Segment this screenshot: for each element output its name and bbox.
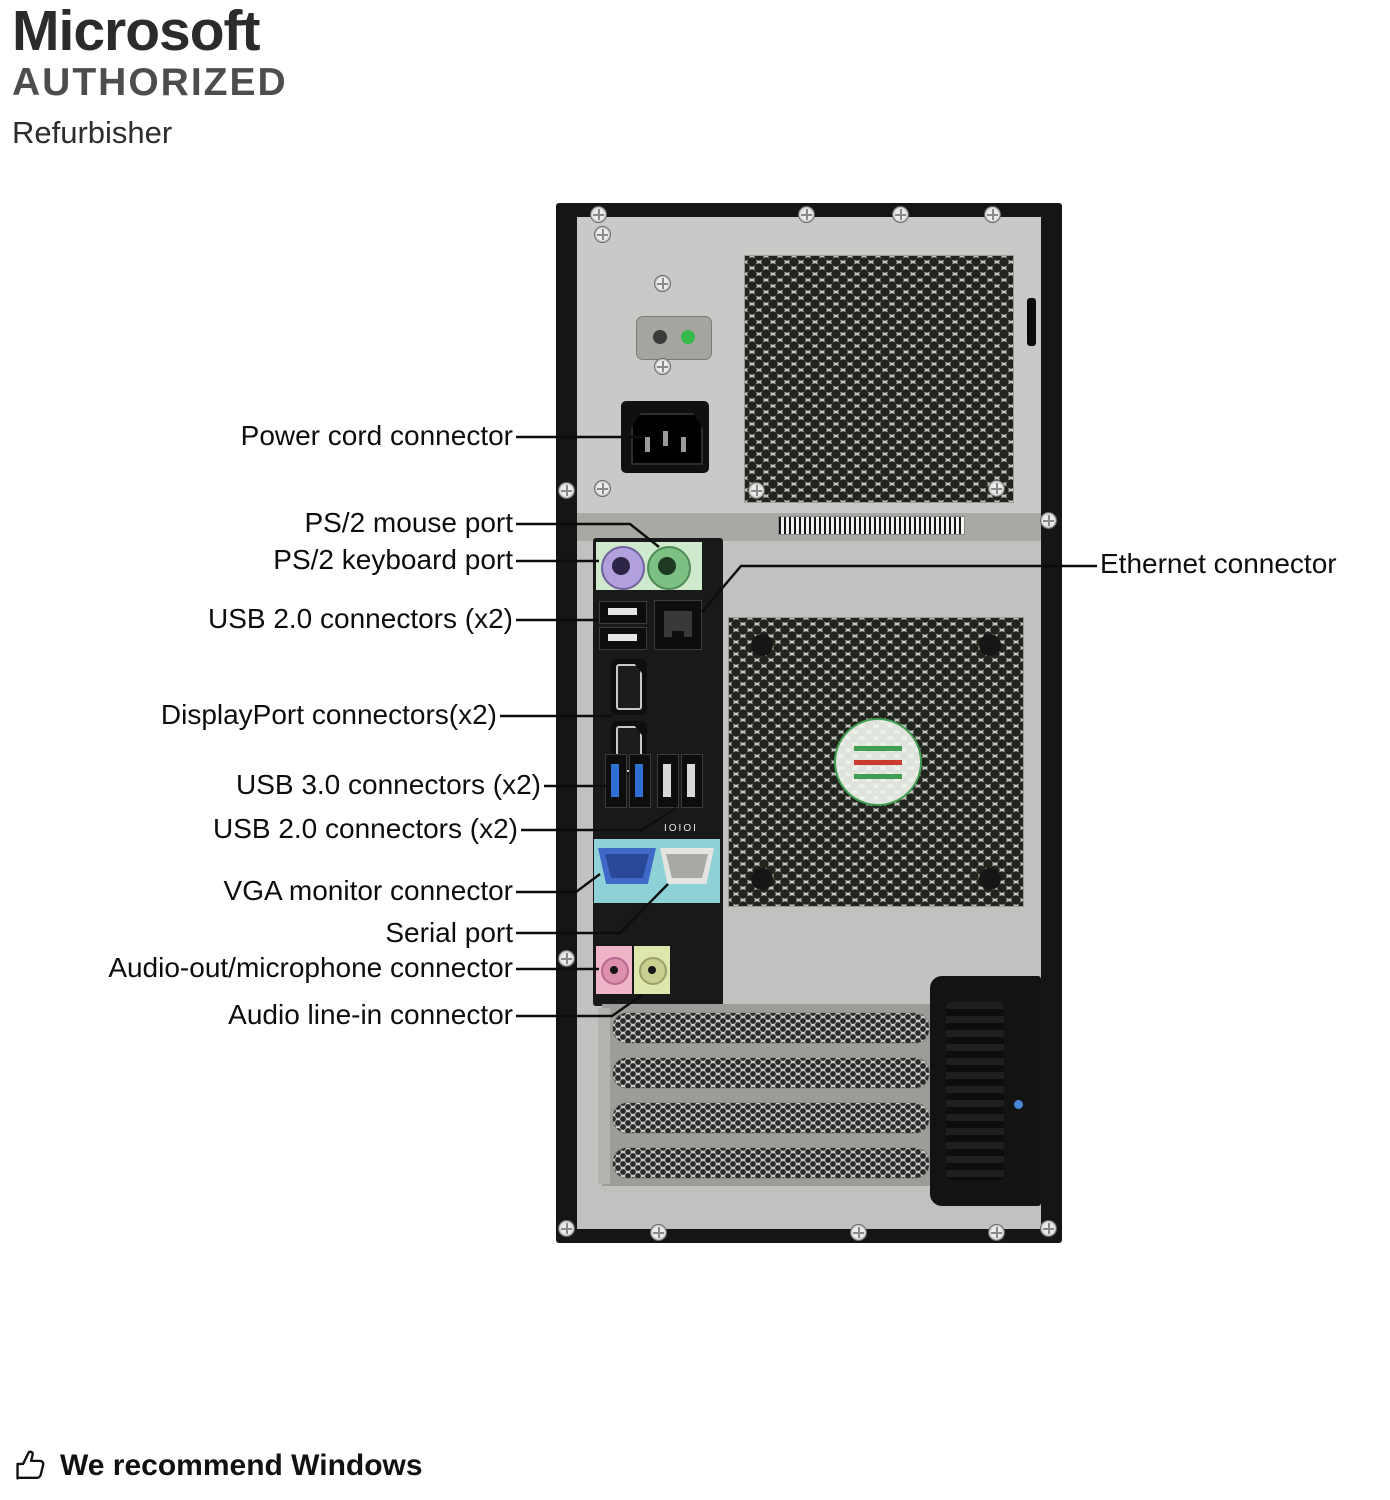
computer-tower-rear: IOIOI xyxy=(556,203,1062,1243)
ps2-socket xyxy=(658,557,676,575)
audio-line-in-jack xyxy=(639,957,667,985)
usb3-port xyxy=(629,754,651,808)
annotation-ps2-mouse: PS/2 mouse port xyxy=(304,507,513,538)
usb2-port xyxy=(681,754,703,808)
usb2-port xyxy=(657,754,679,808)
usb2-port xyxy=(599,627,647,650)
chassis-fan-grille xyxy=(728,617,1024,907)
audio-line-in-panel xyxy=(634,946,670,994)
vga-port xyxy=(598,848,656,884)
annotation-usb2-top: USB 2.0 connectors (x2) xyxy=(207,603,513,634)
screw-icon xyxy=(654,358,671,375)
grommet-dot xyxy=(979,868,1001,890)
card-retention-latch xyxy=(930,976,1041,1206)
usb3-port xyxy=(605,754,627,808)
grommet-dot xyxy=(751,868,773,890)
power-pin xyxy=(645,437,650,452)
fan-label-sticker xyxy=(834,718,922,806)
screw-icon xyxy=(1040,512,1057,529)
displayport-port xyxy=(611,659,647,715)
annotation-usb2-bottom: USB 2.0 connectors (x2) xyxy=(212,813,518,844)
thumbs-up-icon xyxy=(16,1450,45,1480)
serial-socket xyxy=(666,854,708,878)
annotation-audio-in: Audio line-in connector xyxy=(228,999,513,1030)
usb-tongue xyxy=(611,764,619,797)
sticker-stripe xyxy=(854,774,902,779)
screw-icon xyxy=(798,206,815,223)
expansion-slot-cover xyxy=(612,1102,930,1134)
jack-hole xyxy=(648,966,656,974)
usb-tongue xyxy=(635,764,643,797)
slot-screw-rail xyxy=(598,1008,610,1184)
audio-out-panel xyxy=(596,946,632,994)
screw-icon xyxy=(1040,1220,1057,1237)
ps2-keyboard-port xyxy=(601,546,645,590)
sticker-stripe xyxy=(854,746,902,751)
screw-icon xyxy=(984,206,1001,223)
psu-fan-grille xyxy=(744,255,1014,503)
screw-icon xyxy=(892,206,909,223)
indicator-dot xyxy=(653,330,667,344)
audio-out-jack xyxy=(601,957,629,985)
jack-hole xyxy=(610,966,618,974)
power-led-icon xyxy=(681,330,695,344)
usb-tongue xyxy=(687,764,695,797)
vga-socket xyxy=(605,854,649,878)
power-pin xyxy=(663,431,668,446)
rj45-clip-notch xyxy=(672,631,684,639)
power-pin xyxy=(681,437,686,452)
annotation-power-cord: Power cord connector xyxy=(240,420,513,451)
usb2-port xyxy=(599,601,647,624)
barcode-sticker xyxy=(778,516,965,535)
serial-port-label: IOIOI xyxy=(664,823,698,834)
annotation-ps2-keyboard: PS/2 keyboard port xyxy=(273,544,513,575)
annotation-ethernet: Ethernet connector xyxy=(1100,548,1337,579)
expansion-slot-cover xyxy=(612,1012,930,1044)
annotation-displayport: DisplayPort connectors(x2) xyxy=(160,699,497,730)
grommet-dot xyxy=(979,634,1001,656)
sticker-stripe xyxy=(854,760,902,765)
screw-icon xyxy=(748,482,765,499)
screw-icon xyxy=(594,226,611,243)
screw-icon xyxy=(590,206,607,223)
screw-icon xyxy=(650,1224,667,1241)
expansion-slot-cover xyxy=(612,1147,930,1179)
windows-recommendation: We recommend Windows xyxy=(12,1448,423,1484)
dp-socket xyxy=(616,664,642,710)
power-indicator-block xyxy=(636,316,712,360)
ps2-mouse-port xyxy=(647,546,691,590)
screw-icon xyxy=(988,480,1005,497)
annotation-audio-out: Audio-out/microphone connector xyxy=(108,952,513,983)
usb-tongue xyxy=(608,634,637,641)
badge-authorized: AUTHORIZED xyxy=(12,60,288,104)
usb-tongue xyxy=(608,608,637,615)
screw-icon xyxy=(558,1220,575,1237)
grommet-dot xyxy=(751,634,773,656)
serial-port xyxy=(660,848,714,884)
power-cord-connector xyxy=(621,401,709,473)
screw-icon xyxy=(558,950,575,967)
usb-tongue xyxy=(663,764,671,797)
screw-icon xyxy=(558,482,575,499)
latch-dot xyxy=(1014,1100,1023,1109)
annotation-serial: Serial port xyxy=(385,917,513,948)
annotation-vga: VGA monitor connector xyxy=(223,875,513,906)
badge-refurbisher: Refurbisher xyxy=(12,114,173,150)
annotation-usb3: USB 3.0 connectors (x2) xyxy=(235,769,541,800)
screw-icon xyxy=(654,275,671,292)
screw-icon xyxy=(594,480,611,497)
screw-icon xyxy=(850,1224,867,1241)
ethernet-port xyxy=(654,600,702,650)
refurbisher-badge: Microsoft AUTHORIZED Refurbisher xyxy=(12,0,288,151)
ps2-socket xyxy=(612,557,630,575)
latch-ridges xyxy=(946,1002,1004,1180)
expansion-slot-cover xyxy=(612,1057,930,1089)
recommend-text: We recommend Windows xyxy=(60,1449,423,1482)
screw-icon xyxy=(988,1224,1005,1241)
badge-microsoft: Microsoft xyxy=(12,0,260,63)
vent-slit xyxy=(1027,298,1036,346)
